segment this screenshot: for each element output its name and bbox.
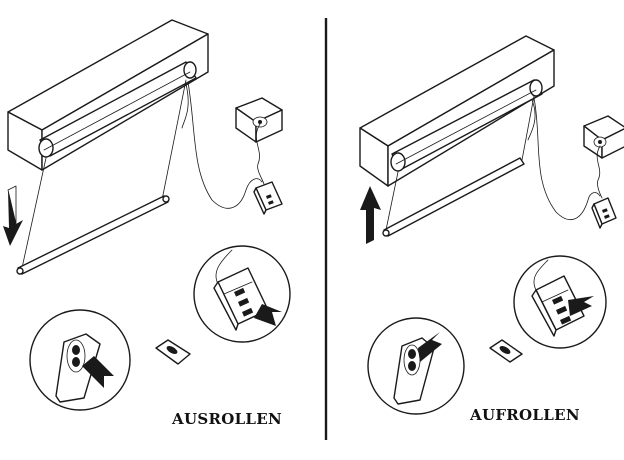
- panel-ausrollen: AUSROLLEN: [3, 19, 291, 428]
- arrow-up-icon: [360, 186, 381, 244]
- pull-cord: [527, 99, 536, 141]
- hand-pointer-icon: [82, 356, 114, 388]
- hand-pointer-icon: [254, 304, 282, 326]
- remote-control-icon: [155, 339, 191, 365]
- motor-cable: [187, 81, 263, 209]
- roller-tube: [390, 79, 543, 172]
- plug-cable: [255, 123, 265, 185]
- wall-socket-icon: [583, 115, 624, 159]
- plug-cable: [596, 145, 603, 199]
- panel-label: AUFROLLEN: [469, 406, 580, 424]
- arrow-down-icon: [3, 185, 23, 246]
- panel-aufrollen: AUFROLLEN: [359, 35, 624, 424]
- plug-switch-icon: [253, 181, 283, 215]
- switch-detail-callout: [513, 255, 607, 349]
- blind-fabric: [382, 95, 535, 237]
- blind-cassette: [7, 19, 209, 171]
- wall-socket-icon: [235, 97, 283, 143]
- remote-detail-callout: [367, 317, 465, 415]
- switch-detail-callout: [193, 245, 291, 343]
- panel-label: AUSROLLEN: [171, 410, 282, 428]
- blind-fabric: [16, 79, 187, 275]
- pull-cord: [181, 83, 189, 129]
- remote-control-icon: [489, 339, 523, 363]
- remote-detail-callout: [29, 309, 131, 411]
- blind-cassette: [359, 35, 555, 187]
- roller-tube: [38, 61, 197, 158]
- plug-switch-icon: [591, 197, 617, 229]
- hand-pointer-icon: [568, 296, 594, 316]
- hand-pointer-icon: [418, 332, 442, 362]
- motor-cable: [533, 97, 601, 221]
